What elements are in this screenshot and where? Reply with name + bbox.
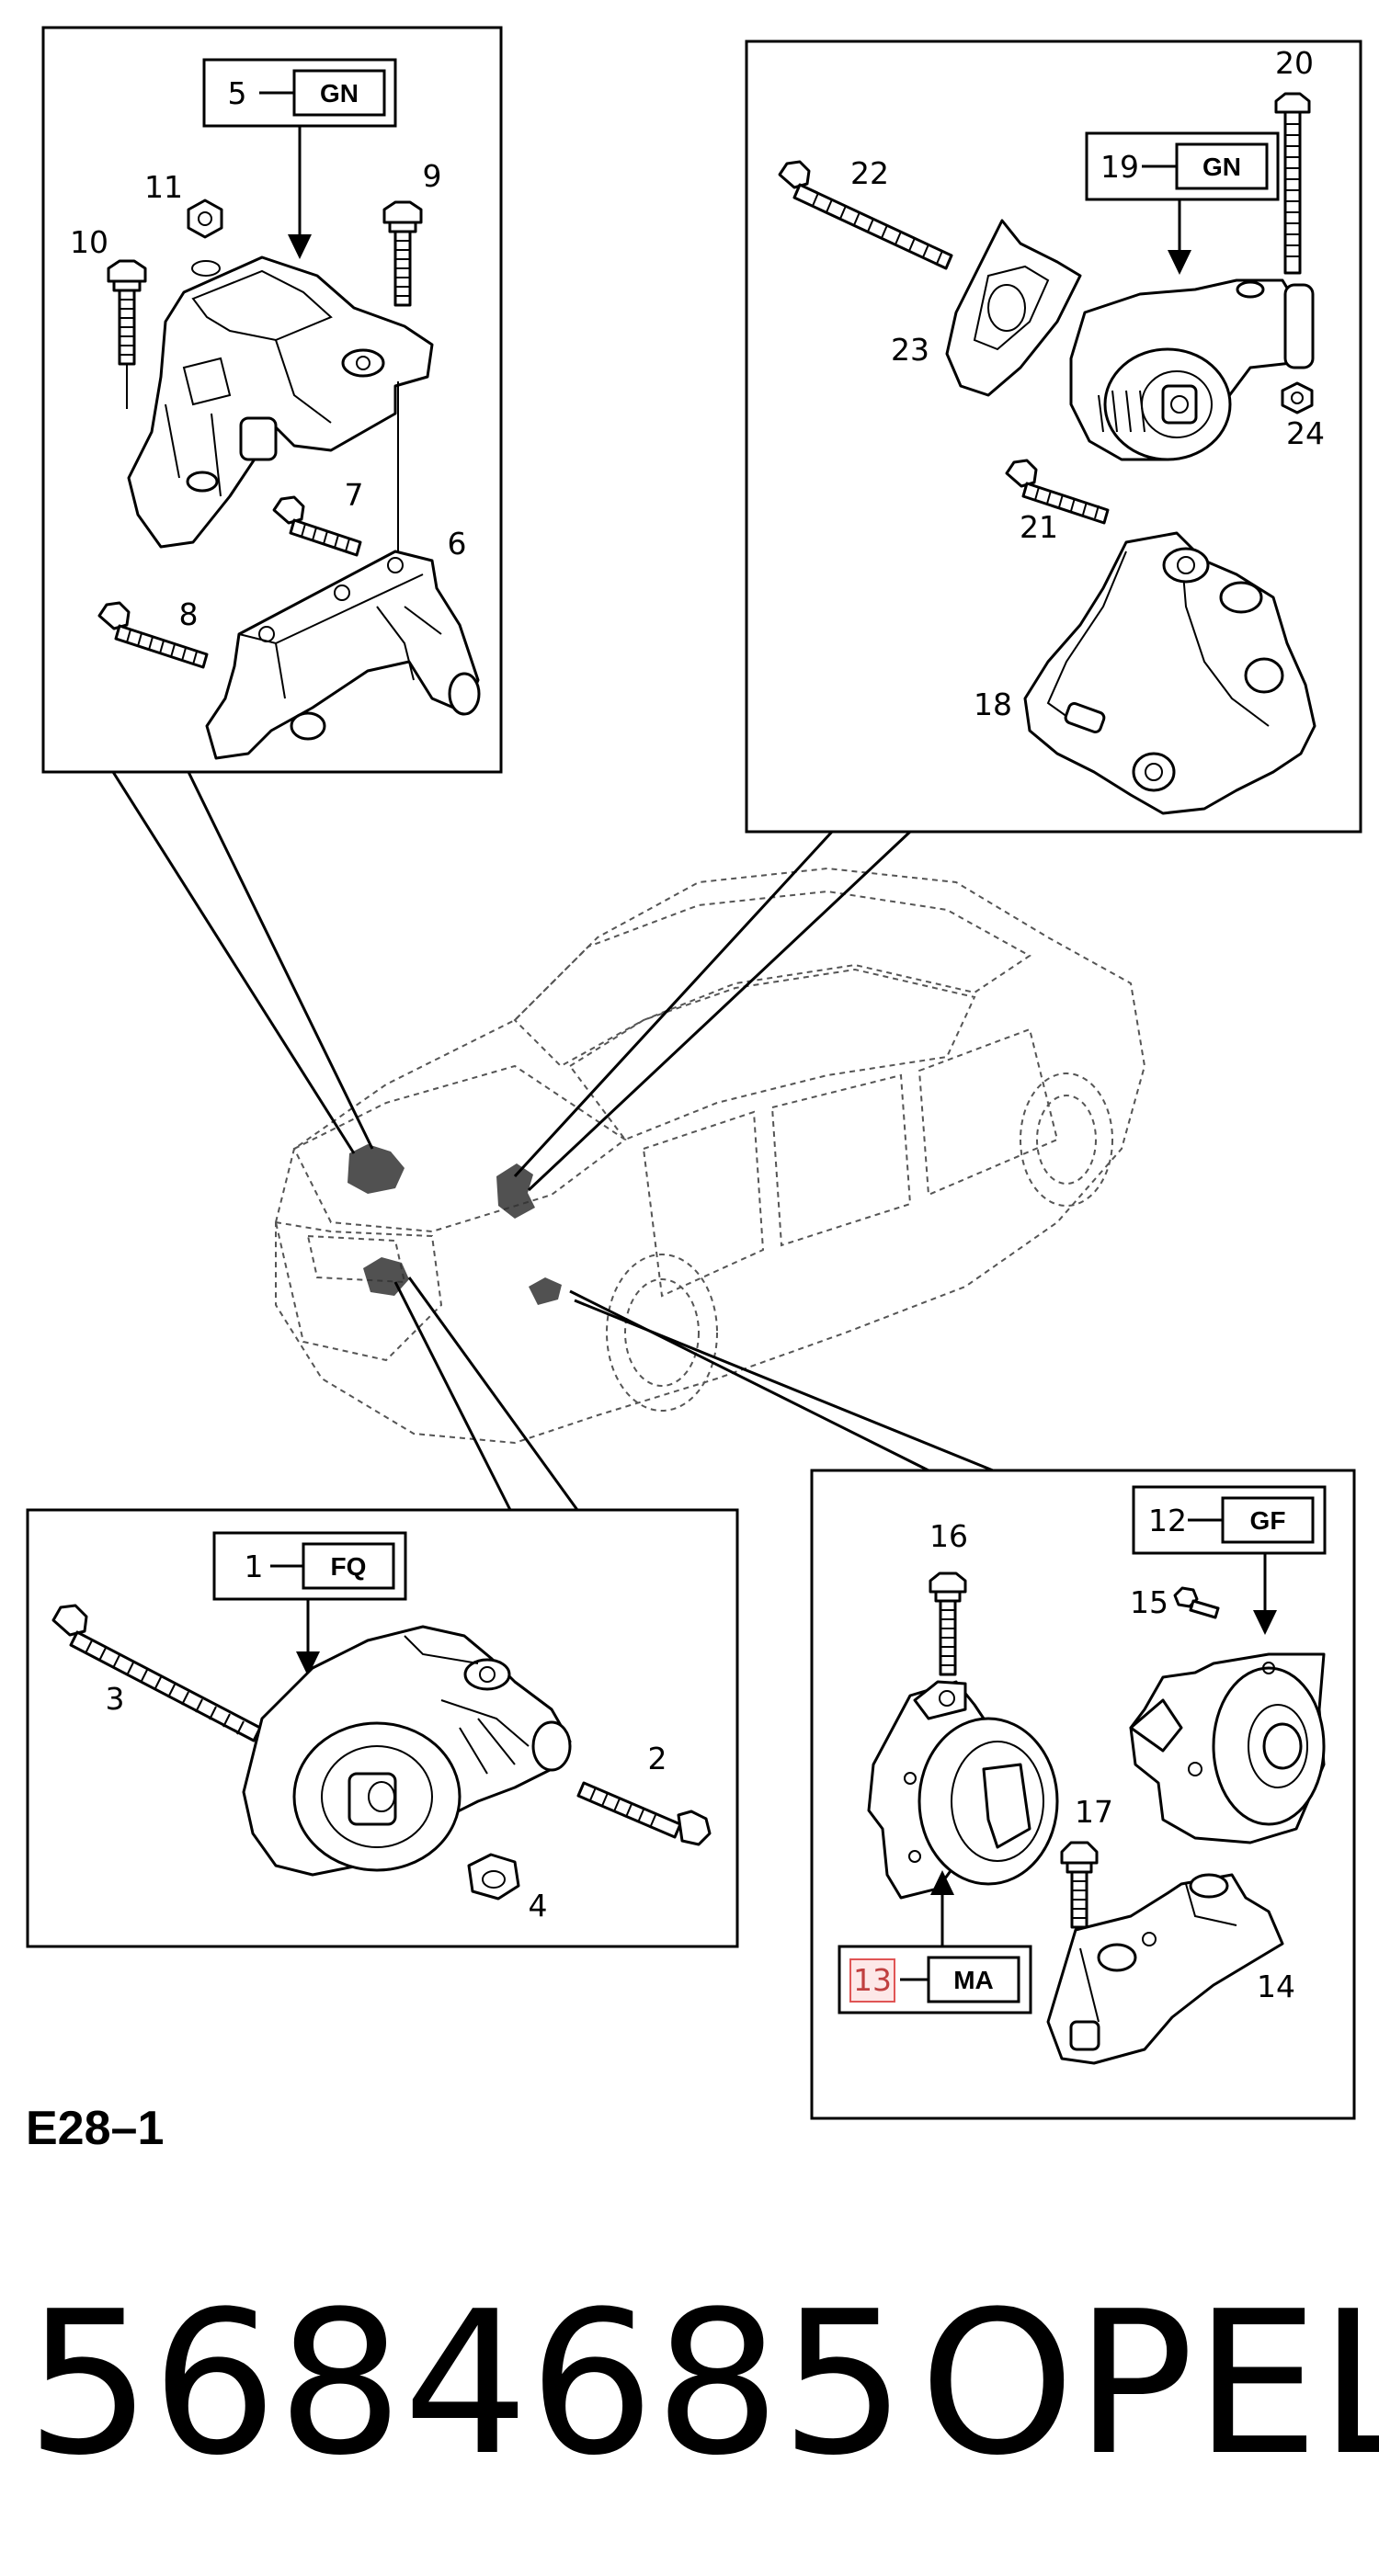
callout-18: 18 bbox=[974, 687, 1012, 722]
callout-24: 24 bbox=[1286, 415, 1325, 451]
callout-13: 13 bbox=[853, 1962, 892, 1998]
callout-7: 7 bbox=[345, 477, 364, 513]
code-box-19 bbox=[1175, 142, 1269, 190]
callout-5: 5 bbox=[228, 75, 247, 111]
panel-side-mount: 16 12 GF 15 17 bbox=[810, 1469, 1356, 2120]
callout-6: 6 bbox=[448, 526, 467, 562]
callout-4: 4 bbox=[529, 1888, 548, 1923]
callout-3: 3 bbox=[106, 1681, 125, 1717]
callout-17: 17 bbox=[1075, 1794, 1113, 1830]
code-gn-5: GN bbox=[320, 79, 359, 108]
callout-13-highlight bbox=[849, 1958, 895, 2003]
callout-22: 22 bbox=[850, 155, 889, 191]
callout-12: 12 bbox=[1148, 1503, 1187, 1538]
code-gn-19: GN bbox=[1202, 153, 1241, 181]
sheet-code: E28–1 bbox=[26, 2102, 164, 2155]
callout-15: 15 bbox=[1130, 1584, 1168, 1620]
callout-23: 23 bbox=[891, 332, 929, 368]
callout-19: 19 bbox=[1100, 149, 1139, 185]
callout-10: 10 bbox=[70, 224, 108, 260]
part-number: 5684685 bbox=[26, 2268, 906, 2499]
callout-14: 14 bbox=[1257, 1969, 1295, 2004]
code-box-12 bbox=[1221, 1496, 1315, 1544]
panel-front-mount: 5 GN 11 9 10 7 bbox=[41, 26, 503, 774]
car-illustration bbox=[274, 867, 1146, 1445]
callout-8: 8 bbox=[179, 596, 199, 632]
code-box-1 bbox=[302, 1542, 395, 1590]
code-fq-1: FQ bbox=[331, 1552, 367, 1581]
code-ma-13: MA bbox=[953, 1966, 994, 1994]
callout-16: 16 bbox=[929, 1518, 968, 1554]
panel-rear-mount: 1 FQ 3 2 4 bbox=[26, 1508, 739, 1948]
callout-21: 21 bbox=[1020, 509, 1058, 545]
code-box-13 bbox=[927, 1956, 1020, 2003]
callout-9: 9 bbox=[423, 158, 442, 194]
callout-1: 1 bbox=[245, 1549, 264, 1584]
callout-11: 11 bbox=[144, 169, 183, 205]
panel-transmission-mount: 20 22 19 GN 23 24 21 bbox=[745, 40, 1362, 834]
brand-name: OPEL bbox=[919, 2268, 1379, 2499]
code-box-5 bbox=[292, 69, 386, 117]
callout-2: 2 bbox=[648, 1741, 667, 1776]
leader-lines bbox=[111, 771, 994, 1511]
callout-20: 20 bbox=[1275, 45, 1314, 81]
code-gf-12: GF bbox=[1250, 1506, 1286, 1535]
